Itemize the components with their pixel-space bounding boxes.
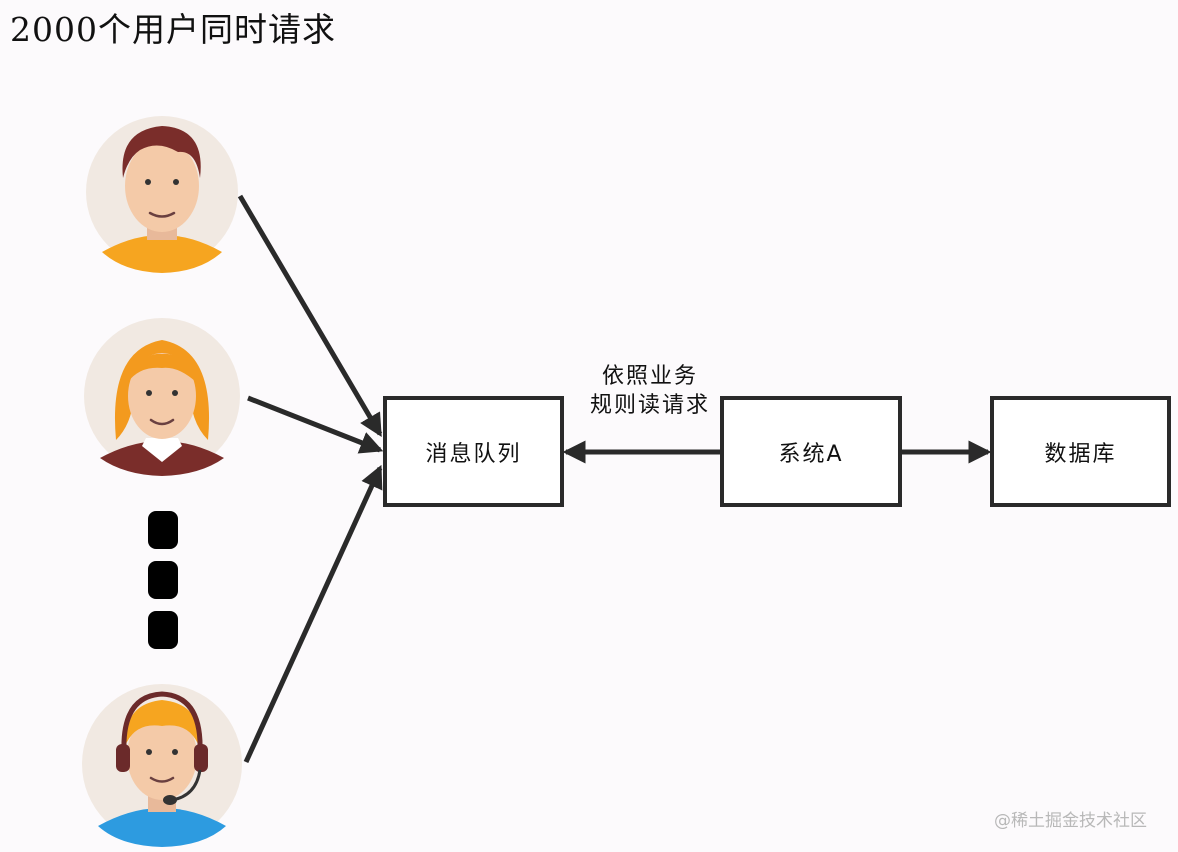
ellipsis-dot [148, 561, 178, 599]
watermark: @稀土掘金技术社区 [994, 811, 1147, 831]
ellipsis-dot [148, 511, 178, 549]
edge-label-line1: 依照业务 [601, 364, 698, 389]
diagram-title: 2000个用户同时请求 [10, 10, 336, 49]
system-a-node: 系统A [720, 396, 902, 507]
message-queue-node: 消息队列 [383, 396, 564, 507]
user-headset-icon [82, 684, 242, 847]
arrow-user2-to-queue [247, 395, 384, 454]
edge-label-read-request: 依照业务 规则读请求 [570, 362, 730, 420]
database-label: 数据库 [1044, 441, 1117, 467]
database-node: 数据库 [990, 396, 1171, 507]
arrow-user3-to-queue [243, 464, 383, 764]
ellipsis-dot [148, 611, 178, 649]
message-queue-label: 消息队列 [425, 441, 522, 467]
user-woman-icon [84, 318, 240, 476]
system-a-label: 系统A [778, 441, 844, 467]
edge-label-line2: 规则读请求 [589, 393, 710, 418]
user-man-icon [86, 116, 238, 273]
arrow-user1-to-queue [237, 194, 383, 437]
more-users-ellipsis [148, 511, 178, 649]
